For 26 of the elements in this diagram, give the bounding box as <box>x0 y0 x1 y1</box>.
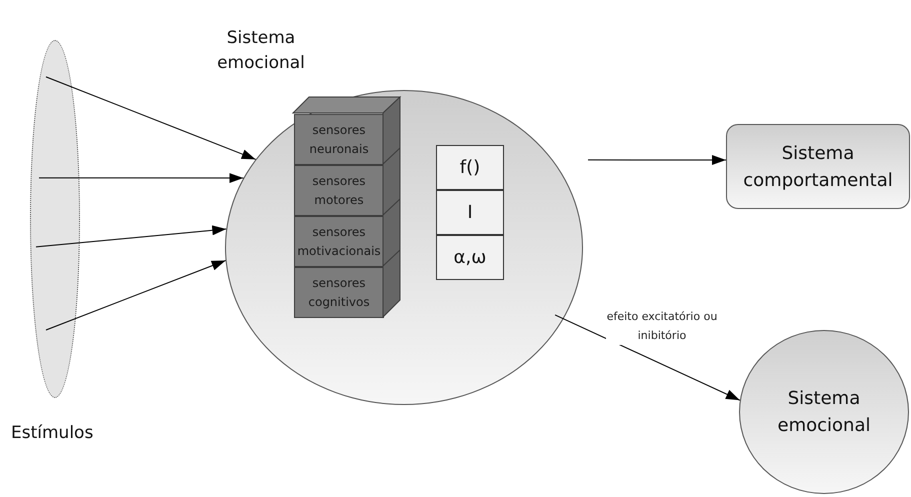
sensor-block <box>294 216 384 267</box>
arrow <box>38 173 244 184</box>
sensor-label: sensores motores <box>312 172 366 208</box>
parameter-cell <box>436 145 504 190</box>
parameter-label: α,ω <box>454 247 486 268</box>
sensor-label: sensores motivacionais <box>297 224 381 260</box>
arrow <box>554 314 740 401</box>
parameter-label: I <box>467 202 473 223</box>
sensor-block <box>294 165 384 216</box>
sensor-block <box>294 114 384 165</box>
sensor-label: sensores neuronais <box>309 122 369 158</box>
parameter-cell <box>436 235 504 280</box>
stimulus-heading: Estímulos <box>11 422 94 445</box>
arrow <box>588 155 726 165</box>
system-box <box>726 124 910 209</box>
parameter-cell <box>436 190 504 235</box>
system-heading: Sistema emocional <box>216 27 306 75</box>
sensor-block <box>294 267 384 318</box>
edge-label: efeito excitatório ou inibitório <box>606 308 718 346</box>
arrow <box>46 260 226 330</box>
sensor-label: sensores cognitivos <box>308 274 370 310</box>
arrow <box>36 225 227 248</box>
parameter-label: f() <box>460 157 480 178</box>
arrow <box>46 76 256 160</box>
system-label: Sistema comportamental <box>743 142 893 192</box>
system-label: Sistema emocional <box>778 387 870 438</box>
